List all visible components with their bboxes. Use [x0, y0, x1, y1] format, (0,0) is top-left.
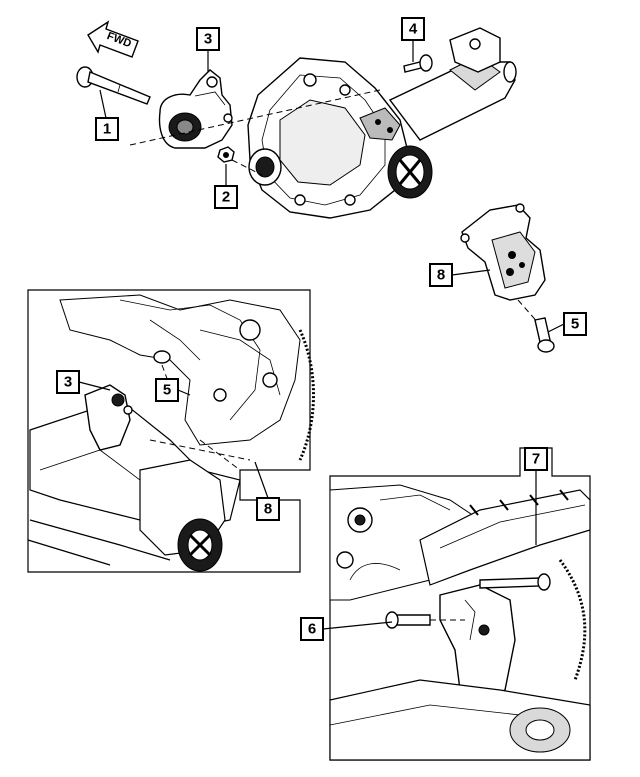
- right-inset-view: 6 7: [300, 447, 591, 761]
- callout-left-5: 5: [155, 378, 191, 402]
- bolt-part-4: [403, 54, 433, 73]
- callout-right-7: 7: [524, 447, 548, 545]
- callout-top-4: 4: [401, 17, 425, 62]
- bolt-part-1: [76, 66, 151, 105]
- callout-label: 5: [163, 382, 171, 399]
- callout-left-8: 8: [254, 461, 280, 521]
- top-assembly: FWD: [76, 17, 587, 353]
- bolt-part-5: [517, 299, 555, 353]
- callout-label: 3: [204, 31, 212, 48]
- differential-housing: [247, 57, 433, 219]
- callout-top-2: 2: [214, 164, 238, 209]
- callout-label: 6: [308, 621, 316, 638]
- callout-top-3: 3: [196, 27, 220, 72]
- left-inset-view: 3 5 8: [27, 289, 315, 573]
- callout-label: 1: [103, 121, 111, 138]
- callout-top-8: 8: [429, 263, 491, 287]
- callout-top-1: 1: [95, 89, 119, 141]
- callout-right-6: 6: [300, 617, 393, 641]
- mount-bracket-part-3: [158, 69, 233, 149]
- callout-left-3: 3: [56, 370, 111, 394]
- callout-top-5: 5: [547, 312, 587, 336]
- callout-label: 7: [532, 451, 540, 468]
- callout-label: 8: [437, 267, 445, 284]
- nut-part-2: [217, 146, 235, 163]
- fwd-arrow-icon: FWD: [87, 20, 139, 58]
- callout-label: 4: [409, 21, 418, 38]
- axle-tube: [388, 27, 517, 141]
- callout-label: 2: [222, 189, 230, 206]
- callout-label: 8: [264, 501, 272, 518]
- callout-label: 3: [64, 374, 72, 391]
- bracket-part-8: [460, 203, 546, 301]
- callout-label: 5: [571, 316, 579, 333]
